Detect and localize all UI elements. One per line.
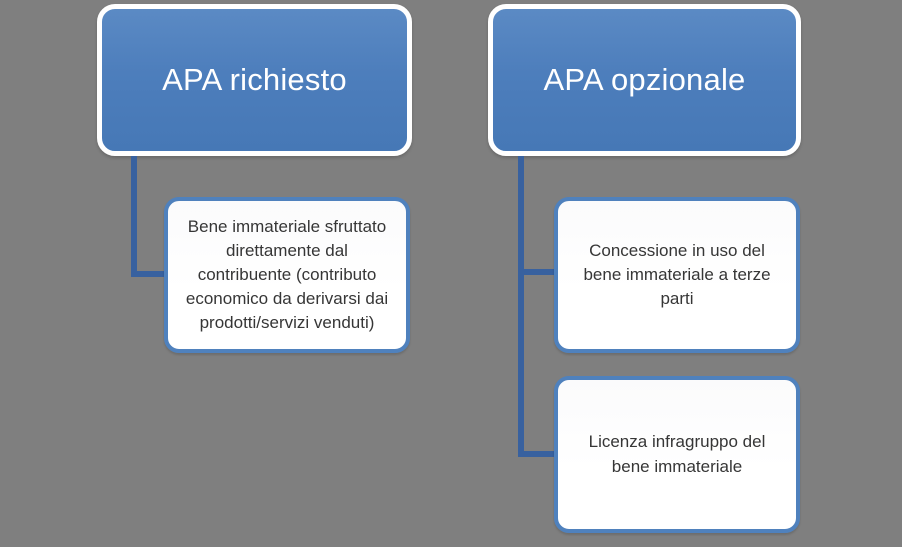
node-concessione-in-uso[interactable]: Concessione in uso del bene immateriale … (554, 197, 800, 353)
node-bene-immateriale-sfruttato[interactable]: Bene immateriale sfruttato direttamente … (164, 197, 410, 353)
node-apa-opzionale-label: APA opzionale (543, 62, 746, 97)
connector-right-elbow-top (518, 269, 556, 275)
node-licenza-infragruppo-label: Licenza infragruppo del bene immateriale (588, 432, 766, 476)
connector-left-elbow (131, 271, 166, 277)
node-apa-richiesto-label: APA richiesto (162, 62, 347, 97)
connector-right-vertical (518, 156, 524, 457)
node-concessione-in-uso-label: Concessione in uso del bene immateriale … (583, 240, 771, 309)
node-apa-opzionale[interactable]: APA opzionale (488, 4, 801, 156)
connector-left-vertical (131, 156, 137, 277)
connector-right-elbow-bottom (518, 451, 556, 457)
node-licenza-infragruppo[interactable]: Licenza infragruppo del bene immateriale (554, 376, 800, 533)
node-apa-richiesto[interactable]: APA richiesto (97, 4, 412, 156)
node-bene-immateriale-sfruttato-label: Bene immateriale sfruttato direttamente … (185, 216, 389, 333)
